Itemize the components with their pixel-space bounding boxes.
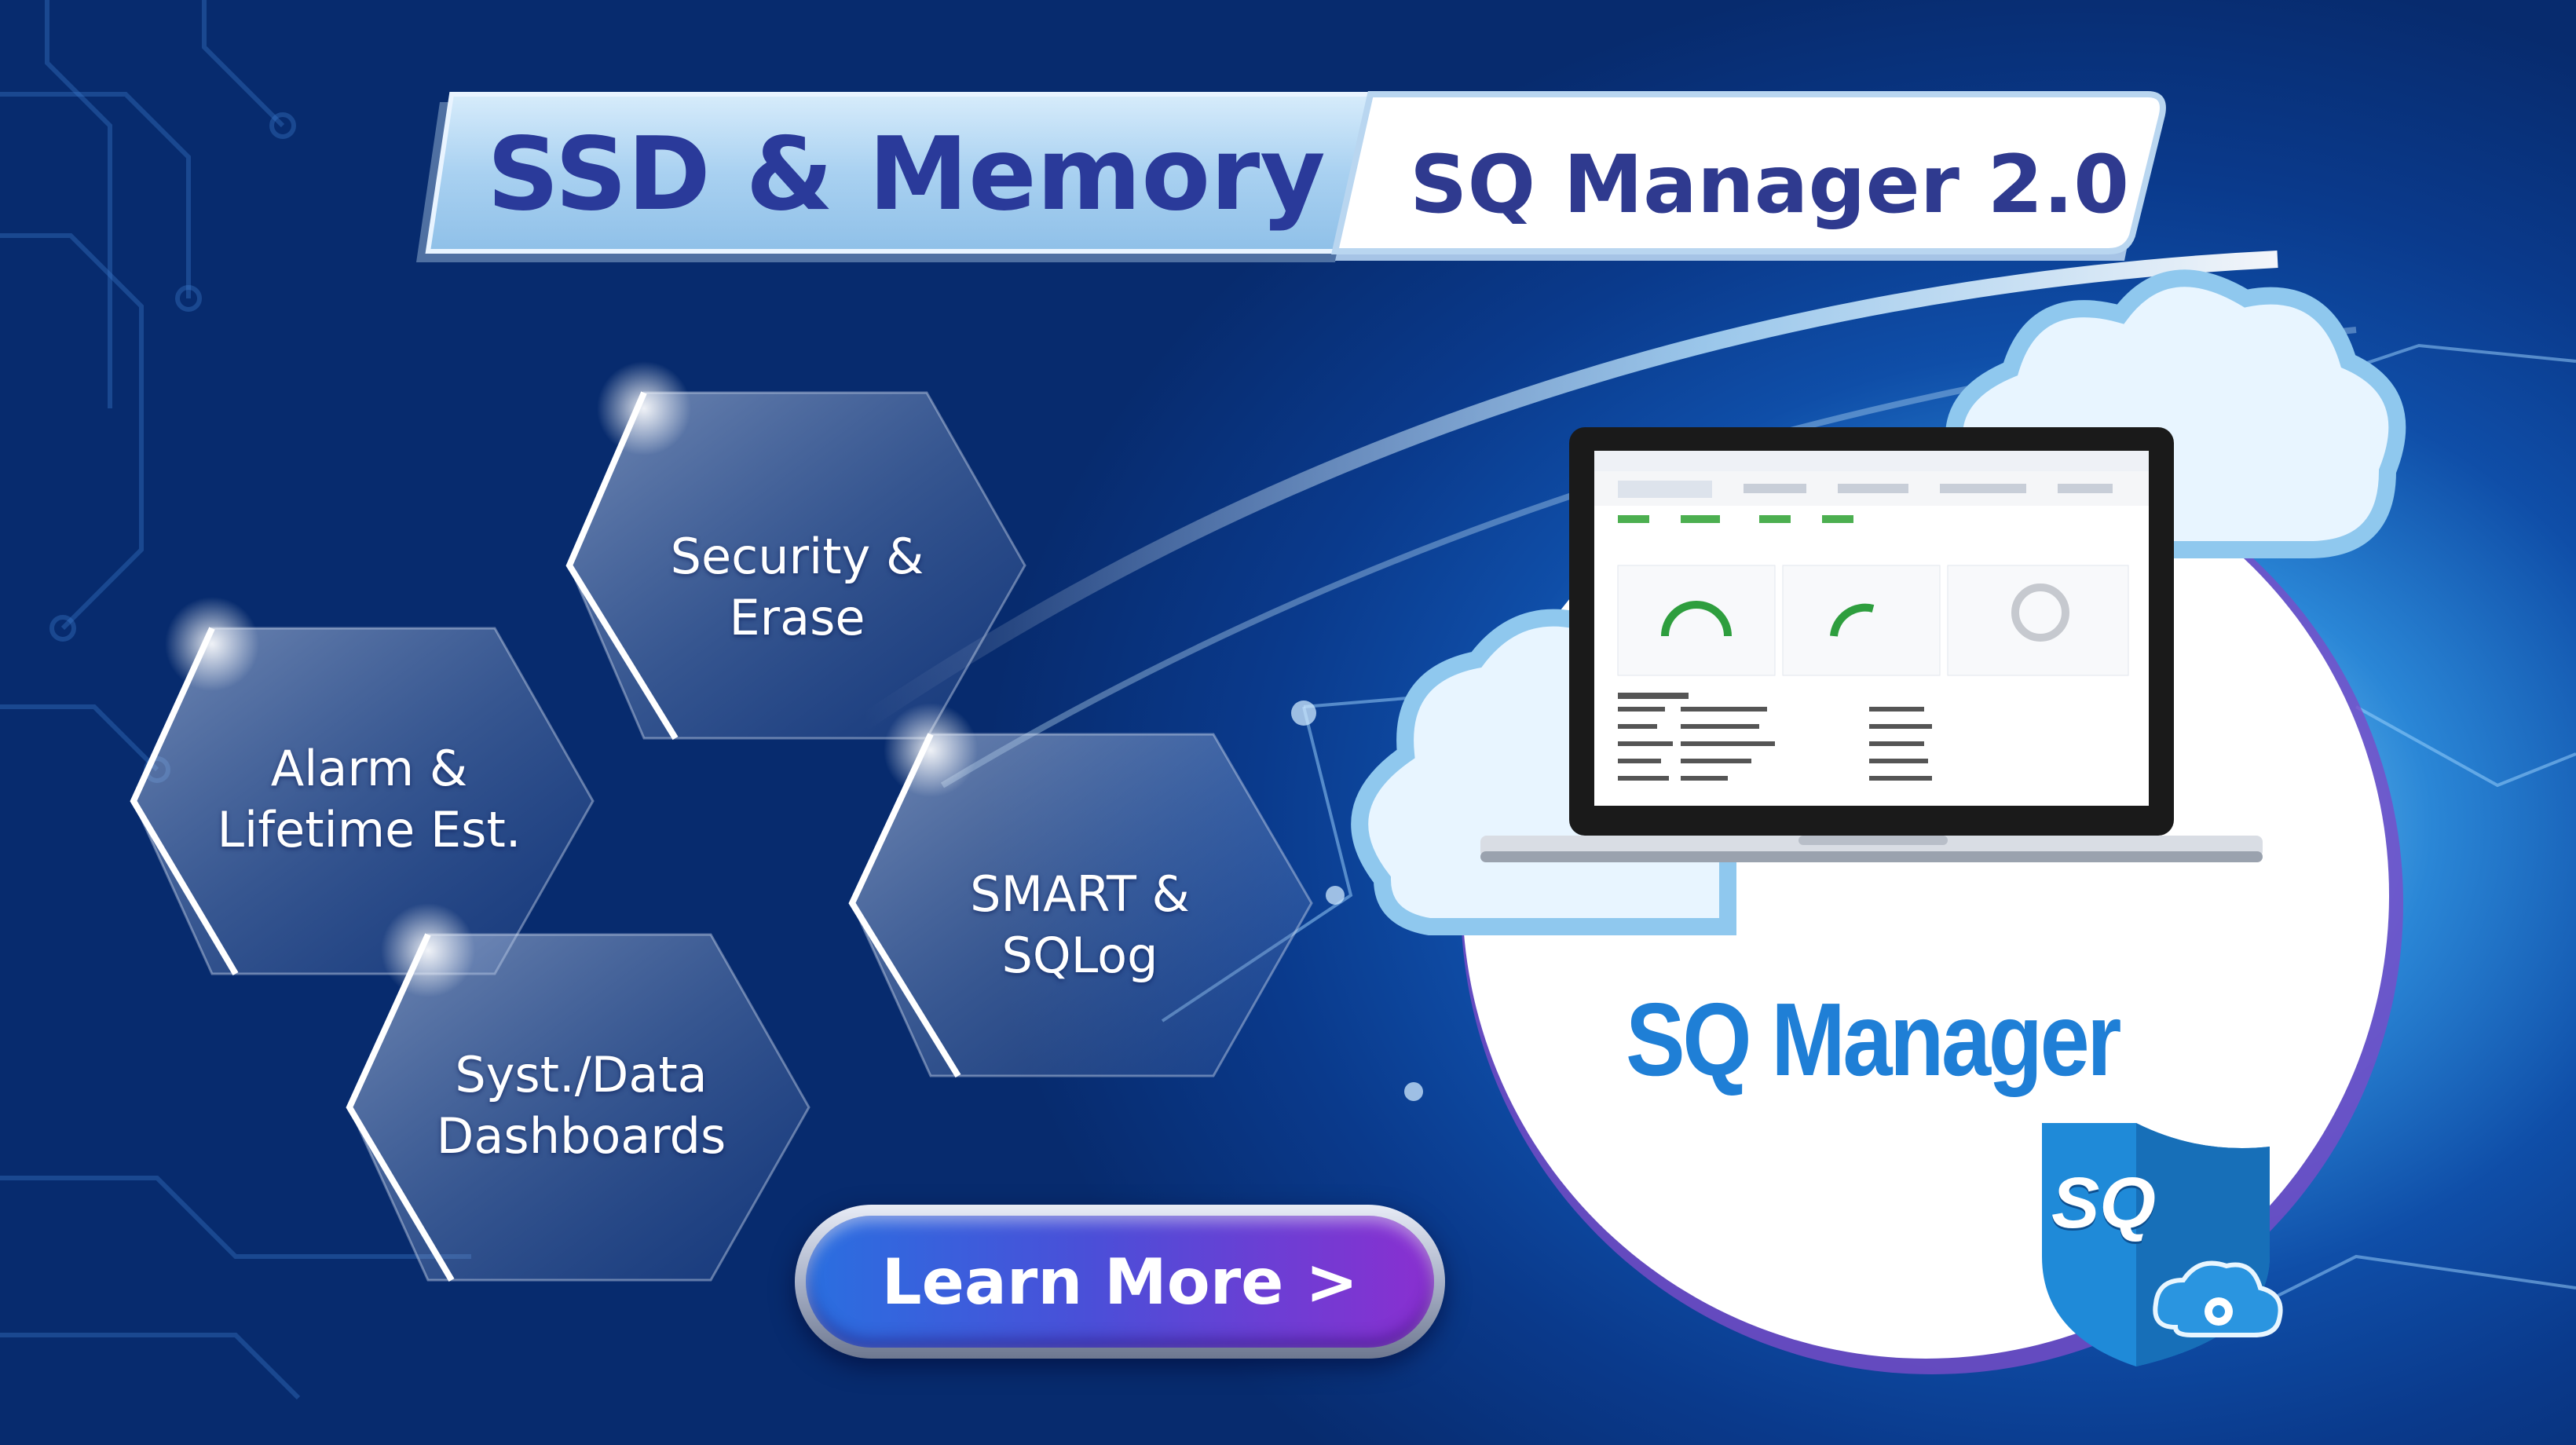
shield-sq-label: SQ	[2051, 1163, 2156, 1243]
feature-dashboards: Syst./Data Dashboards	[436, 1046, 726, 1165]
feature-security-erase: Security & Erase	[670, 528, 924, 646]
title-sq-manager-version: SQ Manager 2.0	[1410, 138, 2130, 232]
cloud-gear-icon	[2153, 1260, 2283, 1337]
learn-more-button-face[interactable]: Learn More >	[806, 1216, 1434, 1348]
title-banner	[416, 91, 2166, 262]
light-arc	[858, 251, 2278, 730]
title-ssd-memory: SSD & Memory	[487, 116, 1326, 233]
feature-alarm-lifetime: Alarm & Lifetime Est.	[217, 740, 521, 858]
laptop-screenshot	[1480, 427, 2263, 862]
learn-more-button[interactable]: Learn More >	[795, 1205, 1445, 1359]
feature-hexagons	[130, 361, 1313, 1282]
brand-sq-manager: SQ Manager	[1626, 982, 2121, 1097]
feature-smart-sqlog: SMART & SQLog	[970, 865, 1190, 984]
learn-more-label: Learn More >	[881, 1245, 1359, 1319]
